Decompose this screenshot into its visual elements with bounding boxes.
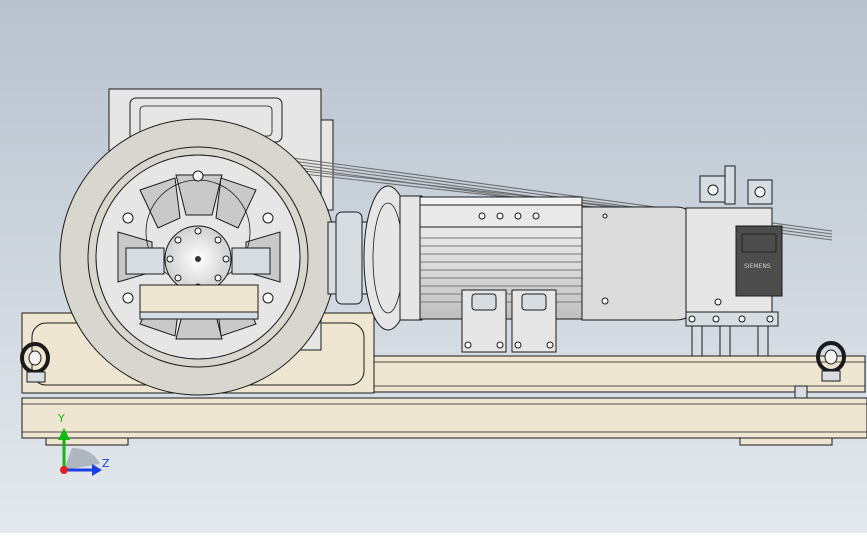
brake-lever-bracket — [747, 179, 773, 205]
brake-pivot — [707, 184, 719, 196]
coupling-shaft-ring — [335, 211, 363, 305]
coordinate-triad — [58, 428, 102, 476]
y-axis-label: Y — [58, 412, 65, 425]
lifting-eye-right-inner — [824, 349, 838, 365]
triad-grey-sector — [64, 448, 100, 470]
pedestal-foot — [139, 311, 259, 320]
z-axis-label: Z — [102, 457, 110, 470]
web-bolts — [122, 170, 274, 304]
brake-spring — [724, 165, 736, 205]
lifting-eye-right-base — [821, 370, 841, 382]
motor-top-bolts — [478, 212, 540, 220]
brake-leg — [757, 325, 769, 357]
brake-leg — [719, 325, 731, 357]
brake-bolts — [688, 298, 774, 323]
motor-cooling-fins — [420, 237, 582, 303]
fan-cover-rivet — [602, 213, 608, 219]
brake-coil — [735, 225, 783, 297]
lifting-eye-left-base — [26, 371, 46, 383]
brake-label: SIEMENS — [744, 263, 771, 270]
motor-foot-slot — [471, 293, 497, 311]
motor-fan-cover — [581, 206, 693, 321]
shaft-coupling[interactable] — [327, 185, 423, 331]
lifting-eye-left-inner — [28, 350, 42, 366]
x-axis-dot — [60, 466, 68, 474]
brake-platform — [685, 311, 779, 327]
fan-cover-rivet — [601, 297, 609, 305]
flange-collar — [399, 195, 423, 321]
brake-leg — [691, 325, 703, 357]
base-end-plate-right — [794, 385, 808, 399]
axle-support-right — [231, 247, 271, 275]
axle-support-left — [125, 247, 165, 275]
traction-sheave[interactable] — [59, 118, 337, 396]
motor-foot-slot — [521, 293, 547, 311]
sheave-axle-center — [195, 256, 201, 262]
brake-pivot — [754, 186, 766, 198]
motor-foot-bolts — [464, 341, 554, 349]
z-arrow-head — [92, 464, 102, 476]
y-arrow-head — [58, 428, 70, 440]
base-main-beam — [21, 397, 867, 439]
electric-motor[interactable] — [419, 196, 693, 353]
brake-coil-face — [741, 233, 777, 253]
brake-assembly[interactable]: SIEMENS — [685, 165, 783, 357]
sheave-pedestal — [139, 284, 259, 316]
